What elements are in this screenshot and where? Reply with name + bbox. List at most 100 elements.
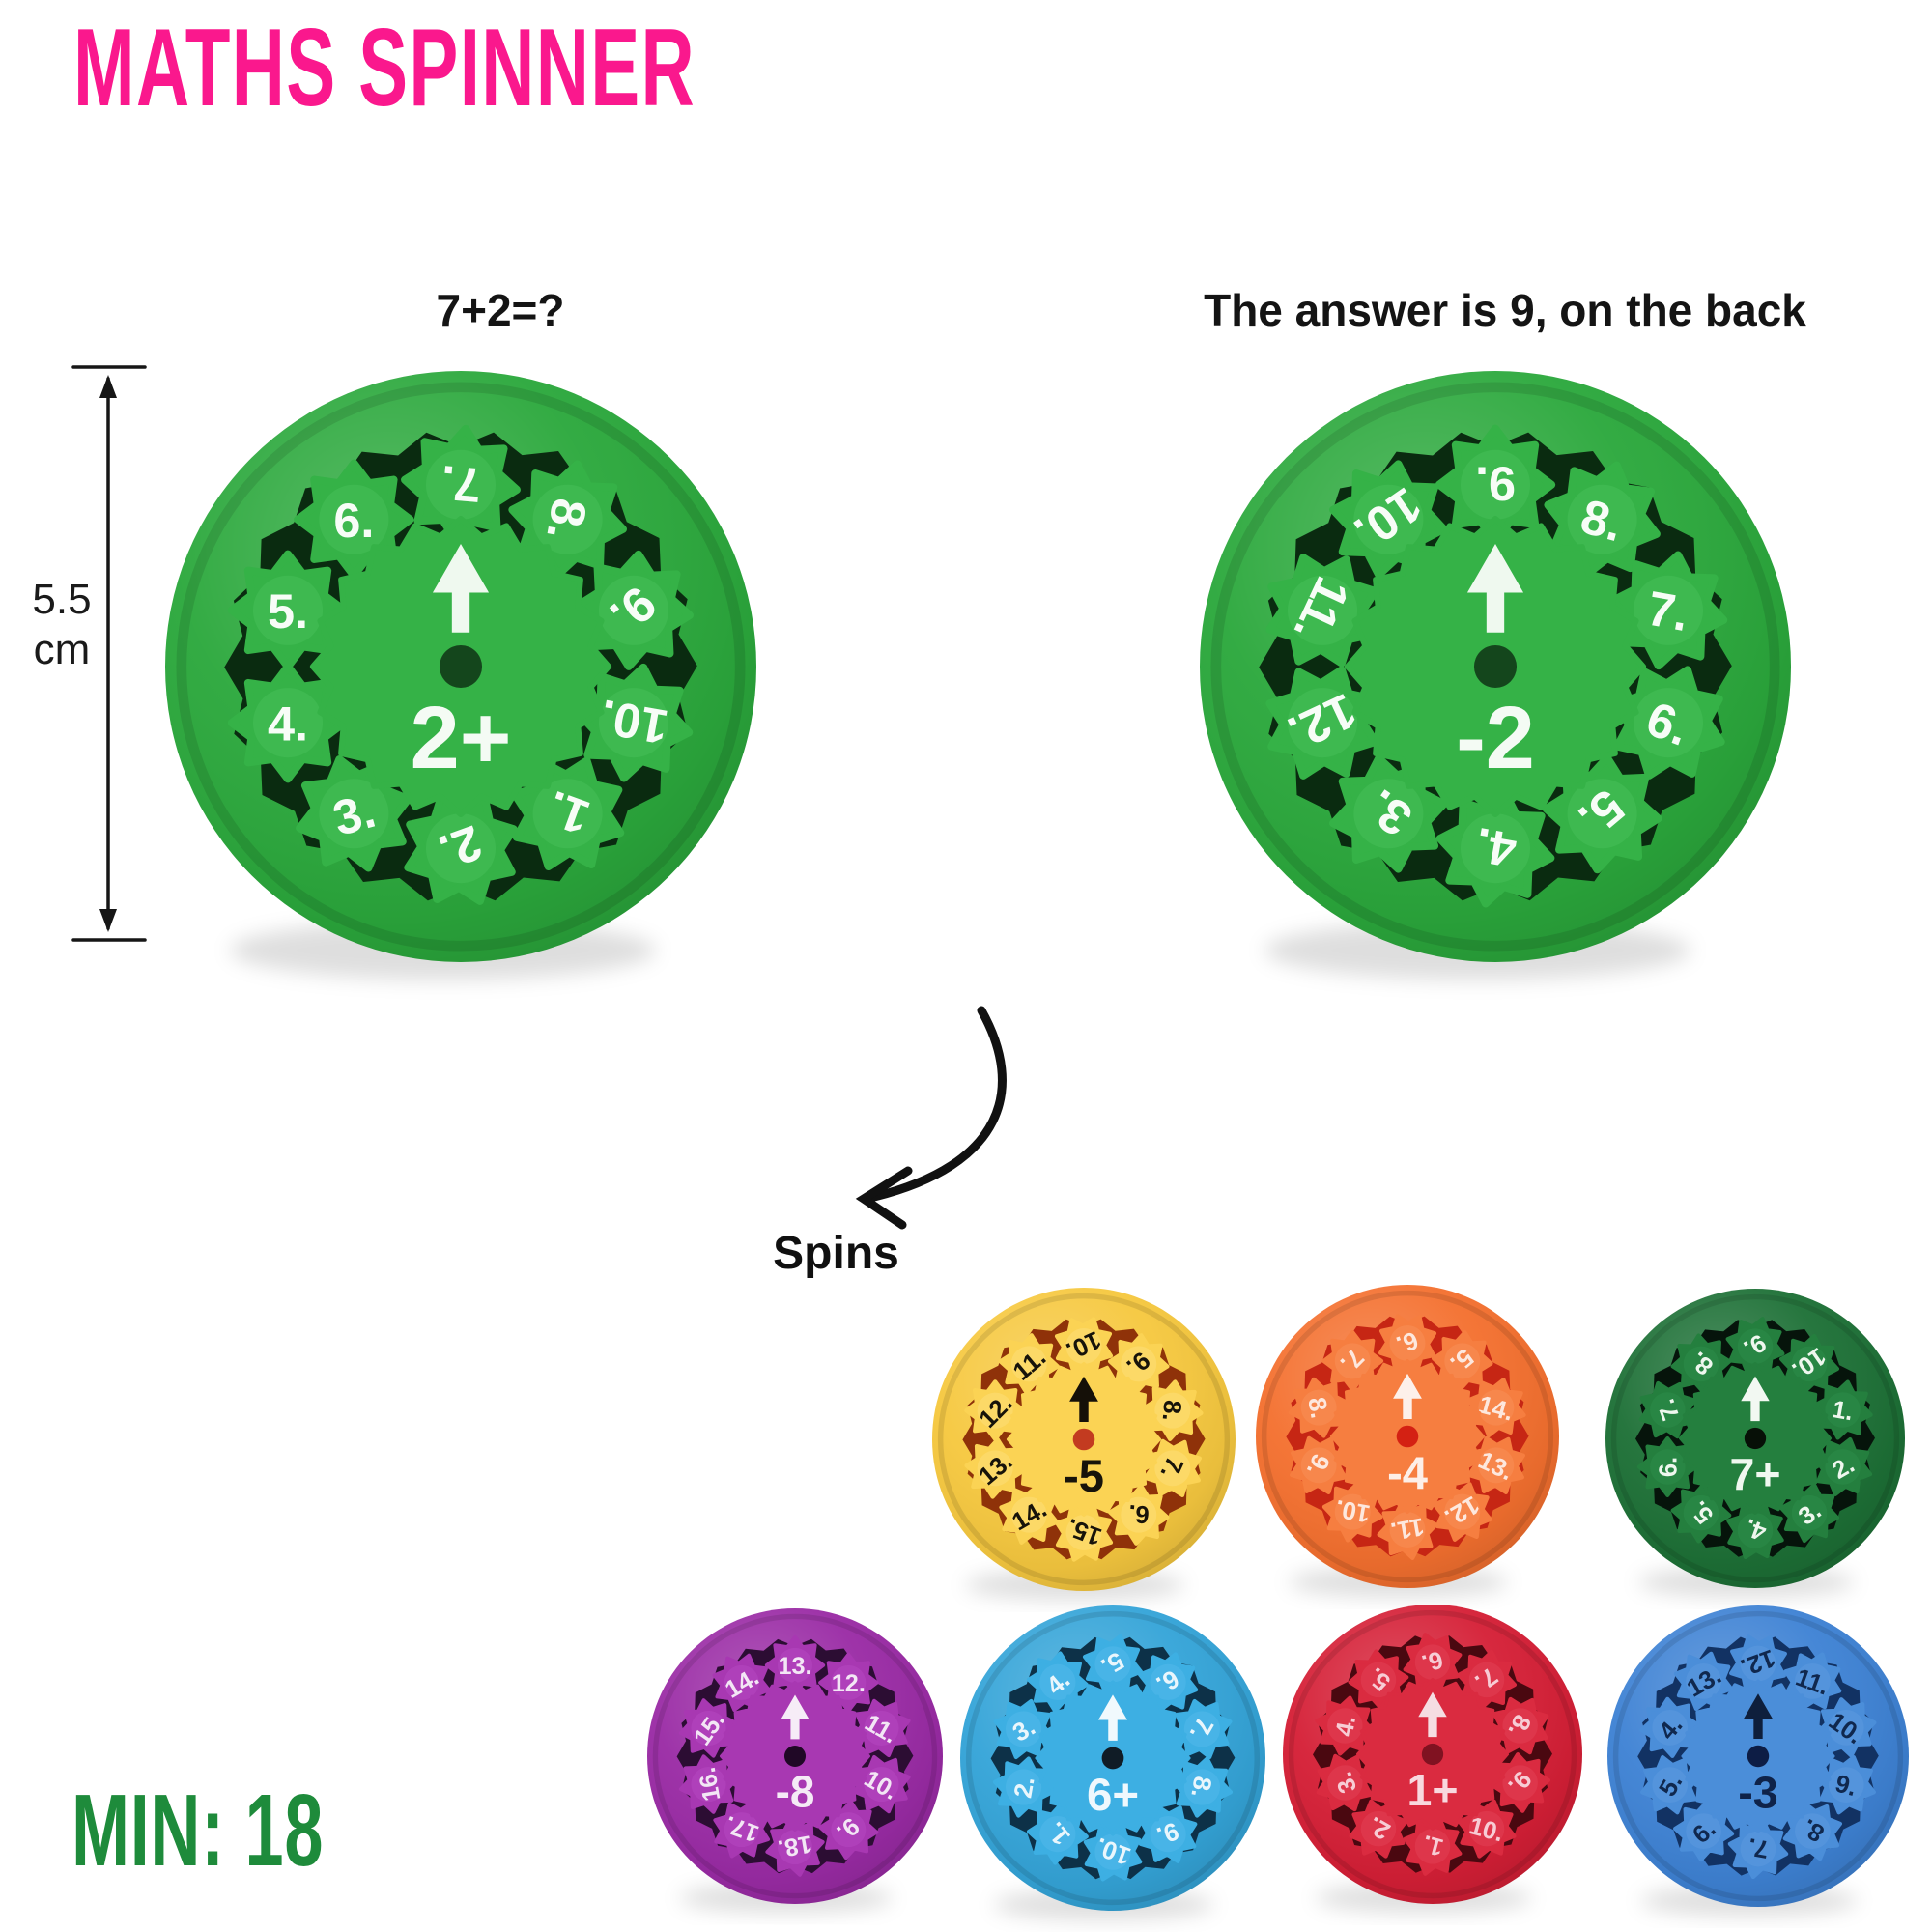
small-gear-plateau	[1154, 1450, 1191, 1487]
gear-number: 4.	[1331, 1714, 1361, 1739]
small-gear-plateau	[1683, 1346, 1719, 1382]
small-gear-plateau	[831, 1664, 867, 1700]
spin-arrow-icon	[855, 1006, 1007, 1230]
small-gear-plateau	[1039, 1663, 1076, 1701]
small-gear-plateau	[1828, 1767, 1864, 1804]
small-gear-plateau	[864, 1710, 899, 1746]
center-label: 1+	[1406, 1765, 1458, 1815]
small-gear-plateau	[1828, 1709, 1864, 1746]
dimension-arrowhead-down	[99, 909, 117, 932]
small-gear-plateau	[1327, 1708, 1363, 1744]
gear-number: 10.	[1333, 1494, 1372, 1527]
small-gear-body	[1265, 666, 1379, 780]
gear-number: 5.	[268, 583, 308, 639]
small-gear: 12.	[1729, 1634, 1787, 1692]
up-arrow-icon	[1741, 1376, 1770, 1422]
small-gear: 15.	[678, 1698, 739, 1758]
small-gear: 4.	[1315, 1695, 1376, 1756]
small-gear: 10.	[574, 663, 694, 782]
small-gear: 10.	[1816, 1697, 1877, 1758]
small-gear: 7.	[1143, 1438, 1202, 1497]
small-gear-plateau	[1150, 1663, 1186, 1701]
small-gear-body	[1435, 424, 1556, 546]
gear-number: 16.	[694, 1765, 726, 1803]
small-gear-plateau	[724, 1812, 759, 1848]
axle-dot	[1744, 1427, 1767, 1450]
spinner-red-1plus: 6.7.8.9.10.1.2.3.4.5.1+	[1283, 1605, 1582, 1914]
dimension-unit: cm	[33, 626, 91, 673]
gear-number: 4.	[1470, 817, 1520, 878]
small-gear: 1.	[1812, 1379, 1873, 1440]
gear-number: 13.	[778, 1653, 811, 1680]
small-gear-plateau	[252, 688, 324, 758]
center-label: -8	[776, 1766, 815, 1816]
small-gear: 12.	[964, 1379, 1027, 1442]
small-gear-body	[1608, 551, 1728, 670]
center-label: 7+	[1729, 1449, 1780, 1499]
small-gear-plateau	[691, 1767, 726, 1803]
small-gear-plateau	[598, 575, 669, 645]
gear-number: 8.	[1157, 1399, 1186, 1422]
small-gear: 8.	[1491, 1696, 1549, 1755]
small-gear-body	[1725, 1317, 1785, 1377]
disc-rim-ring	[176, 382, 746, 952]
small-gear-plateau	[1683, 1494, 1719, 1531]
small-gear: 6.	[1403, 1633, 1463, 1692]
axle-dot	[783, 1745, 807, 1768]
small-gear-plateau	[1478, 1447, 1515, 1484]
small-gear-plateau	[1502, 1765, 1538, 1801]
disc-rim-ring	[1261, 1290, 1554, 1583]
small-gear-body	[401, 424, 521, 545]
small-gear-plateau	[1154, 1392, 1191, 1429]
small-gear: 5.	[227, 550, 349, 671]
small-gear-body	[1729, 1634, 1787, 1692]
up-arrow-icon	[1418, 1691, 1447, 1738]
up-arrow-icon	[781, 1694, 810, 1740]
gear-number: 8.	[1185, 1775, 1217, 1801]
small-gear-plateau	[1287, 575, 1358, 645]
small-gear-plateau	[1010, 1496, 1047, 1533]
small-gear-plateau	[1737, 1513, 1774, 1548]
small-gear: 10.	[1054, 1317, 1114, 1376]
small-gear-plateau	[598, 688, 669, 758]
small-gear-plateau	[319, 484, 389, 554]
gear-number: 12.	[832, 1670, 866, 1697]
gear-number: 7.	[1643, 581, 1692, 641]
answer-caption: The answer is 9, on the back	[1204, 285, 1806, 335]
gear-number: 8.	[1302, 1395, 1332, 1420]
small-gear-plateau	[1686, 1813, 1721, 1849]
small-gear: 14.	[1465, 1378, 1526, 1438]
gear-number: 6.	[1127, 1499, 1151, 1528]
small-gear: 11.	[1377, 1499, 1438, 1560]
small-gear-plateau	[1633, 688, 1704, 758]
spinner-cyan-6plus: 5.6.7.8.9.10.1.2.3.4.6+	[960, 1605, 1265, 1920]
small-gear-plateau	[1287, 688, 1358, 758]
small-gear: 8.	[1288, 1377, 1350, 1438]
small-gear-body	[574, 550, 694, 670]
small-gear-body	[1378, 1314, 1437, 1373]
small-gear-plateau	[1740, 1831, 1776, 1867]
small-gear-plateau	[977, 1450, 1013, 1487]
small-gear-body	[227, 550, 349, 671]
spin-arrow-head	[855, 1166, 913, 1230]
small-gear-plateau	[1686, 1663, 1721, 1699]
small-gear-plateau	[1444, 1493, 1481, 1530]
gear-number: 10.	[596, 689, 672, 754]
small-gear: 2.	[1349, 1799, 1408, 1859]
small-gear-plateau	[1334, 1493, 1371, 1530]
axle-dot	[1396, 1425, 1419, 1448]
small-gear: 7.	[1638, 1380, 1697, 1439]
small-gear-plateau	[977, 1392, 1013, 1429]
small-gear-plateau	[1460, 449, 1531, 520]
small-gear-plateau	[1010, 1346, 1047, 1382]
small-gear-body	[852, 1754, 911, 1814]
small-gear-plateau	[864, 1767, 899, 1803]
small-gear: 7.	[1608, 551, 1728, 670]
small-gear-plateau	[1633, 575, 1704, 645]
small-gear: 17.	[713, 1801, 771, 1859]
small-gear: 1.	[1403, 1816, 1463, 1876]
small-gear-plateau	[1652, 1709, 1689, 1746]
small-gear-body	[1611, 666, 1725, 780]
small-gear: 9.	[1490, 1752, 1551, 1813]
center-label: -4	[1387, 1447, 1428, 1498]
